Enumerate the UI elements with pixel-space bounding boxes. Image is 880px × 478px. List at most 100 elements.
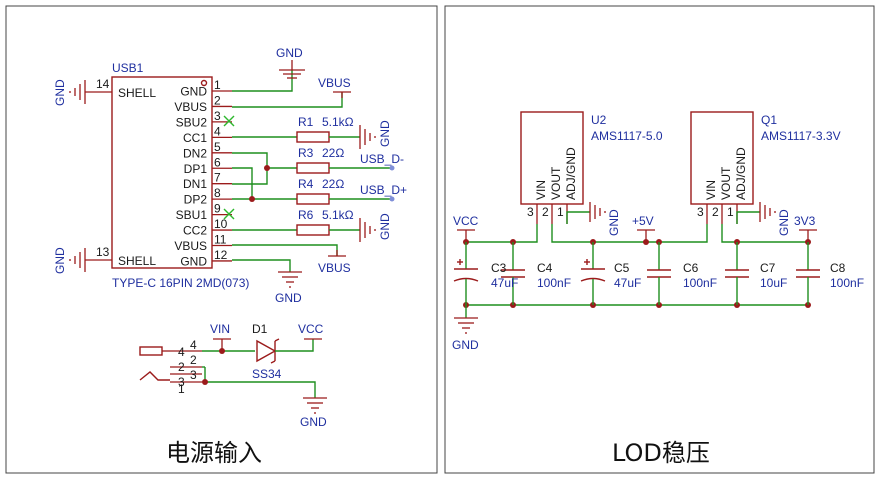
usb-pin-name: DN1 <box>183 177 207 191</box>
reg-pin-num: 2 <box>542 205 549 219</box>
reg-pin-name: VIN <box>534 180 548 200</box>
usb-dp-label: USB_D+ <box>360 183 407 197</box>
gnd-symbol: GND <box>759 202 791 236</box>
resistor-value: 5.1kΩ <box>322 208 354 222</box>
reg-pin-name: VIN <box>704 180 718 200</box>
resistor-ref: R6 <box>298 208 314 222</box>
regulator-q1: VIN VOUT ADJ/GND Q1 AMS1117-3.3V 3 2 1 <box>690 111 841 224</box>
gnd-symbol: GND <box>300 397 327 429</box>
cap-ref: C6 <box>683 261 699 275</box>
cap-value: 47uF <box>491 276 518 290</box>
gnd-symbol: GND <box>359 213 392 242</box>
left-panel-frame <box>5 5 438 474</box>
usb-dm-label: USB_D- <box>360 152 404 166</box>
diode-ref: D1 <box>252 322 268 336</box>
dc-jack: 4 4 2 2 3 3 1 <box>139 338 202 396</box>
usb-pin-num: 2 <box>214 93 221 107</box>
gnd-label: GND <box>452 338 479 352</box>
capacitor-c6 <box>647 242 671 305</box>
jack-pin-num: 4 <box>178 345 185 359</box>
v5-label: +5V <box>632 214 654 228</box>
reg-value: AMS1117-3.3V <box>761 129 841 143</box>
jack-pin-num: 1 <box>178 382 185 396</box>
usb-pin-num: 5 <box>214 140 221 154</box>
right-panel-frame <box>444 5 875 474</box>
gnd-label: GND <box>300 415 327 429</box>
gnd-symbol: GND <box>53 247 86 274</box>
reg-pin-name: ADJ/GND <box>564 147 578 200</box>
gnd-label: GND <box>607 209 621 236</box>
resistor-r3 <box>296 162 330 174</box>
capacitor-c3 <box>453 242 479 305</box>
jack-pin-num: 2 <box>178 360 185 374</box>
usb-left-pin-name: SHELL <box>118 86 156 100</box>
capacitor-c4 <box>501 242 525 305</box>
cap-value: 100nF <box>830 276 864 290</box>
gnd-label: GND <box>53 247 67 274</box>
usb-pin-num: 9 <box>214 202 221 216</box>
cap-value: 10uF <box>760 276 787 290</box>
cap-ref: C7 <box>760 261 776 275</box>
usb-ref: USB1 <box>112 61 144 75</box>
usb-pin-name: GND <box>180 85 207 99</box>
vbus-label: VBUS <box>318 261 351 275</box>
jack-pin-num: 4 <box>190 338 197 352</box>
cap-ref: C3 <box>491 261 507 275</box>
gnd-label: GND <box>276 46 303 60</box>
usb-left-pin-num: 14 <box>96 77 110 91</box>
gnd-symbol: GND <box>589 202 621 236</box>
usb-pin-num: 10 <box>214 217 228 231</box>
reg-value: AMS1117-5.0 <box>591 129 663 143</box>
capacitor-c5 <box>580 242 606 305</box>
usb-pin-name: DN2 <box>183 146 207 160</box>
usb-pin-name: VBUS <box>174 239 207 253</box>
capacitor-c8 <box>796 242 820 305</box>
jack-pin-num: 2 <box>190 353 197 367</box>
vbus-label: VBUS <box>318 76 351 90</box>
usb-pin-num: 3 <box>214 109 221 123</box>
usb-body <box>111 76 213 269</box>
gnd-label: GND <box>275 291 302 305</box>
usb-pin-name: DP2 <box>184 193 208 207</box>
vcc-label: VCC <box>453 214 479 228</box>
resistor-r4 <box>296 193 330 205</box>
resistor-value: 22Ω <box>322 146 344 160</box>
usb-pin-num: 4 <box>214 124 221 138</box>
left-panel-title: 电源输入 <box>166 439 262 467</box>
regulator-u2: VIN VOUT ADJ/GND U2 AMS1117-5.0 3 2 1 <box>520 111 663 224</box>
usb-pin-name: VBUS <box>174 100 207 114</box>
cap-value: 100nF <box>683 276 717 290</box>
reg-pin-num: 1 <box>557 205 564 219</box>
reg-ref: U2 <box>591 113 607 127</box>
usb-pin-name: CC1 <box>183 131 207 145</box>
usb-pin-num: 12 <box>214 248 228 262</box>
usb-left-pin-num: 13 <box>96 245 110 259</box>
usb-pin-name: GND <box>180 254 207 268</box>
usb-left-pin-name: SHELL <box>118 254 156 268</box>
jack-pin-num: 3 <box>178 375 185 389</box>
gnd-symbol: GND <box>232 46 305 92</box>
usb-pin-num: 8 <box>214 186 221 200</box>
gnd-symbol: GND <box>452 317 479 352</box>
gnd-label: GND <box>777 209 791 236</box>
reg-ref: Q1 <box>761 113 777 127</box>
cap-ref: C4 <box>537 261 553 275</box>
usb-pin-name: SBU1 <box>176 208 208 222</box>
vcc-label: VCC <box>298 322 324 336</box>
reg-pin-num: 2 <box>712 205 719 219</box>
gnd-symbol: GND <box>359 120 392 149</box>
gnd-symbol: GND <box>53 79 86 106</box>
usb-pin-name: DP1 <box>184 162 208 176</box>
cap-ref: C8 <box>830 261 846 275</box>
usb-pin-num: 6 <box>214 155 221 169</box>
usb-pin-num: 1 <box>214 78 221 92</box>
reg-pin-num: 3 <box>697 205 704 219</box>
resistor-ref: R3 <box>298 146 314 160</box>
cap-ref: C5 <box>614 261 630 275</box>
cap-value: 47uF <box>614 276 641 290</box>
capacitor-c7 <box>725 242 749 305</box>
reg-pin-num: 1 <box>727 205 734 219</box>
usb-value: TYPE-C 16PIN 2MD(073) <box>112 276 249 290</box>
right-panel-title: LOD稳压 <box>612 439 710 467</box>
